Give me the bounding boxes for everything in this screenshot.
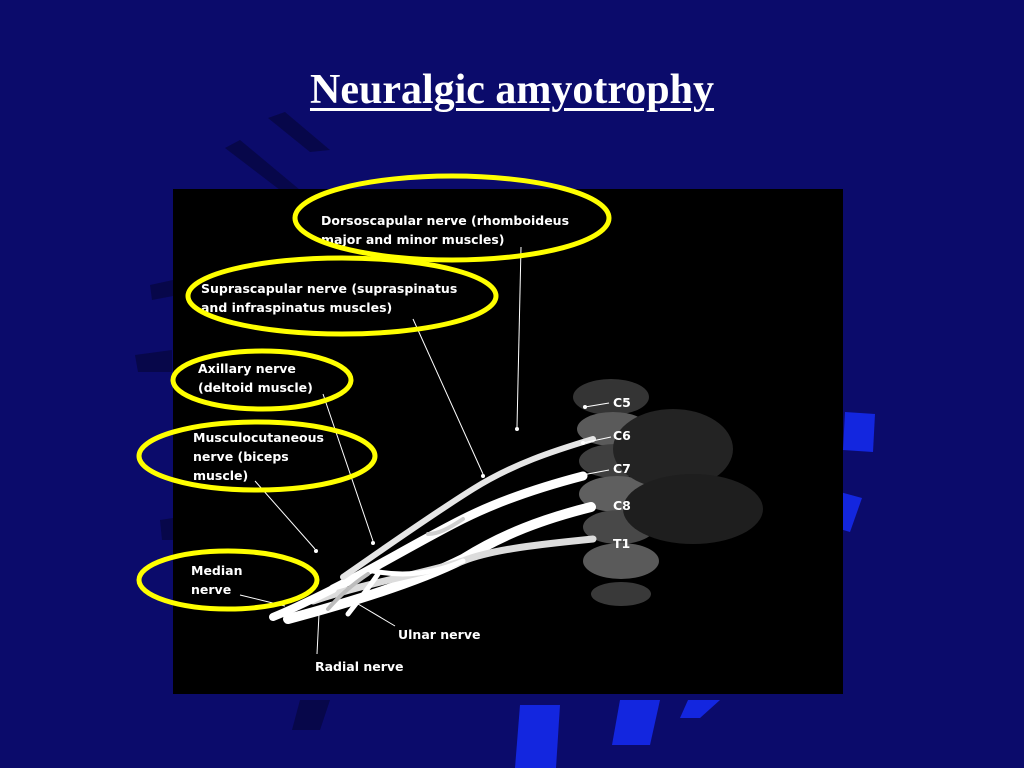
label-line: nerve: [191, 582, 232, 597]
median-nerve-label: Median nerve: [191, 561, 242, 599]
pointer-dots: [314, 405, 587, 553]
axillary-highlight-ellipse: [170, 348, 354, 412]
ulnar-nerve-label: Ulnar nerve: [398, 627, 481, 642]
label-line: Axillary nerve: [198, 361, 296, 376]
suprascapular-highlight-ellipse: [185, 255, 499, 337]
label-line: nerve (biceps: [193, 449, 289, 464]
musculocutaneous-highlight-ellipse: [136, 419, 378, 493]
root-label-t1: T1: [613, 536, 631, 551]
slide-title: Neuralgic amyotrophy: [309, 67, 715, 113]
nerve-illustration: [239, 246, 763, 655]
label-line: muscle): [193, 468, 249, 483]
median-highlight-ellipse: [136, 548, 320, 612]
radial-nerve-label: Radial nerve: [315, 659, 404, 674]
label-line: Musculocutaneous: [193, 430, 324, 445]
label-line: (deltoid muscle): [198, 380, 313, 395]
brachial-plexus-figure: Dorsoscapular nerve (rhomboideus major a…: [173, 189, 843, 694]
brachial-plexus-nerves: [269, 436, 597, 624]
root-label-c5: C5: [613, 395, 631, 410]
label-line: Dorsoscapular nerve (rhomboideus: [321, 213, 570, 228]
label-line: and infraspinatus muscles): [201, 300, 393, 315]
axillary-nerve-label: Axillary nerve (deltoid muscle): [198, 359, 313, 397]
label-line: Suprascapular nerve (supraspinatus: [201, 281, 458, 296]
label-line: Median: [191, 563, 243, 578]
root-label-c7: C7: [613, 461, 631, 476]
root-label-c8: C8: [613, 498, 631, 513]
spinal-column: [573, 379, 763, 606]
musculocutaneous-nerve-label: Musculocutaneous nerve (biceps muscle): [193, 428, 324, 485]
suprascapular-nerve-label: Suprascapular nerve (supraspinatus and i…: [201, 279, 457, 317]
root-label-c6: C6: [613, 428, 631, 443]
label-line: major and minor muscles): [321, 232, 505, 247]
dorsoscapular-nerve-label: Dorsoscapular nerve (rhomboideus major a…: [321, 211, 569, 249]
dorsoscapular-highlight-ellipse: [292, 173, 612, 263]
